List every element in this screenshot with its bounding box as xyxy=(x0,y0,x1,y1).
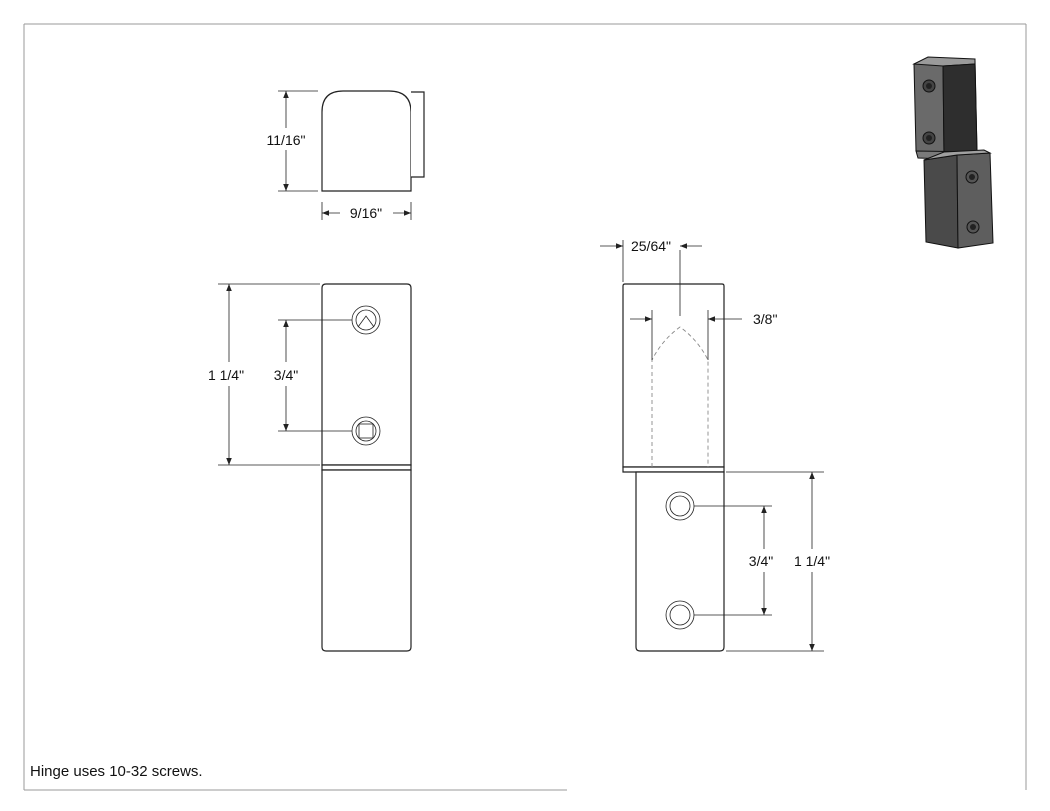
side-lower-leaf xyxy=(635,471,725,652)
drawing-frame xyxy=(23,23,1027,791)
hinge-isometric-illustration xyxy=(912,56,994,249)
side-overall-label: 1 1/4" xyxy=(794,553,830,569)
side-view: 25/64" 3/8" 3/4" 1 1/4" xyxy=(600,238,830,652)
front-view: 1 1/4" 3/4" xyxy=(208,283,412,652)
top-view-profile xyxy=(321,90,412,192)
front-hole-lower xyxy=(351,416,381,446)
iso-lower-front-face xyxy=(923,154,959,249)
side-knuckle-seam xyxy=(622,466,725,473)
side-offset-label: 25/64" xyxy=(631,238,671,254)
top-width-label: 9/16" xyxy=(350,205,382,221)
top-view-leaf-edge xyxy=(411,91,425,178)
side-pin-label: 3/8" xyxy=(753,311,777,327)
iso-upper-top-face xyxy=(912,56,976,67)
side-hole-spacing-label: 3/4" xyxy=(749,553,773,569)
front-overall-label: 1 1/4" xyxy=(208,367,244,383)
side-hidden-pin xyxy=(651,326,709,467)
front-hole-spacing-label: 3/4" xyxy=(274,367,298,383)
front-lower-leaf xyxy=(321,469,412,652)
top-height-label: 11/16" xyxy=(267,132,306,148)
iso-lower-side-face xyxy=(956,152,994,249)
front-knuckle-seam xyxy=(321,464,412,471)
screw-note: Hinge uses 10-32 screws. xyxy=(30,763,203,780)
side-upper-leaf xyxy=(622,283,725,468)
top-view: 11/16" 9/16" xyxy=(267,90,425,221)
front-upper-leaf xyxy=(321,283,412,466)
